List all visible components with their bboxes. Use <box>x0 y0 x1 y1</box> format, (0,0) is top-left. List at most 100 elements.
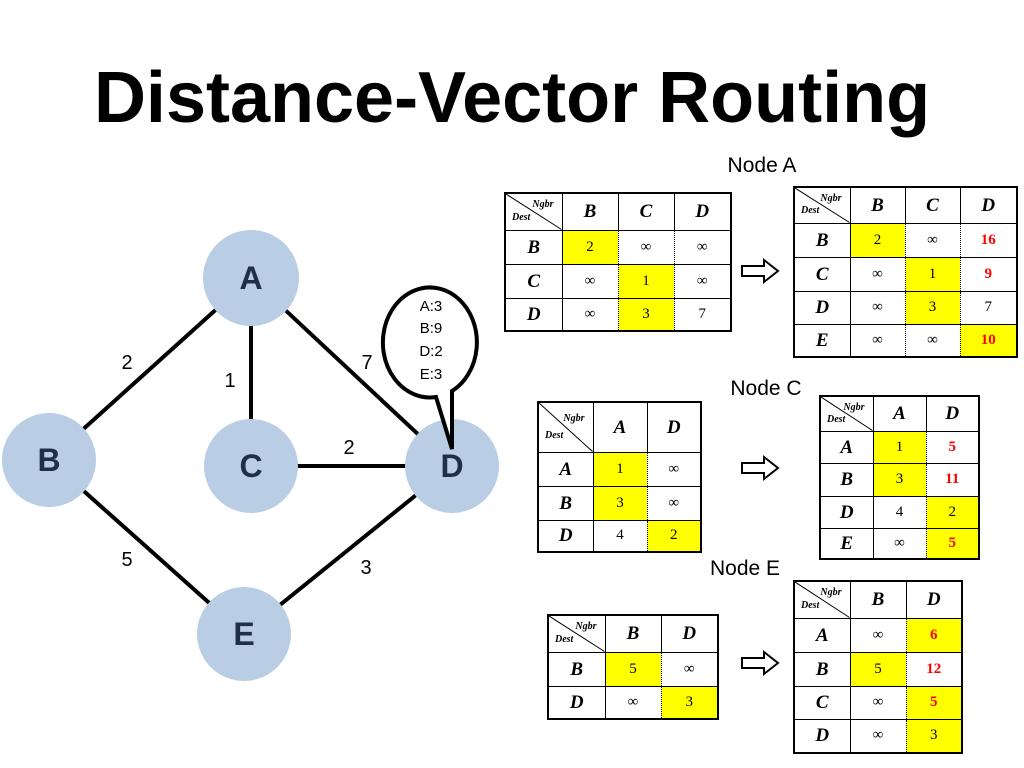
table-cell: ∞ <box>849 685 907 720</box>
table-cell: 9 <box>959 256 1018 292</box>
table-cell: 4 <box>592 519 648 553</box>
neighbor-label: Ngbr <box>820 193 842 205</box>
row-header: D <box>547 685 606 720</box>
speech-bubble-outline <box>380 285 479 450</box>
edge-e-d-weight: 3 <box>360 557 371 579</box>
column-header: C <box>904 186 961 224</box>
arrow-right-icon <box>741 454 780 482</box>
table-cell: 5 <box>849 651 907 687</box>
diagonal-line <box>506 194 562 230</box>
neighbor-label: Ngbr <box>820 587 842 599</box>
node-d: D <box>405 419 499 513</box>
table-cell: 11 <box>925 462 980 497</box>
diagonal-line <box>795 582 850 618</box>
table-cell: 3 <box>904 290 961 325</box>
diagonal-divider <box>795 582 850 618</box>
node-b: B <box>2 413 96 507</box>
node-a-label: A <box>239 260 262 296</box>
diagonal-divider <box>821 397 873 431</box>
table-cell: 1 <box>592 451 648 487</box>
column-header: B <box>849 580 907 619</box>
arrow-right-icon <box>741 649 780 677</box>
node-a-circle <box>203 230 299 326</box>
table-row: C∞5 <box>793 685 963 720</box>
table-cell: 2 <box>925 495 980 529</box>
diagonal-divider <box>549 616 605 652</box>
node-e-caption: Node E <box>709 557 781 580</box>
column-header: D <box>646 401 702 453</box>
diagonal-line <box>821 397 873 431</box>
table-cell: ∞ <box>660 651 719 687</box>
row-header: C <box>793 256 851 292</box>
table-cell: ∞ <box>849 617 907 653</box>
node-c-caption: Node C <box>730 377 802 400</box>
node-b-circle <box>2 413 96 507</box>
node-e: E <box>197 587 291 681</box>
destination-label: Dest <box>801 600 820 612</box>
table-cell: ∞ <box>561 297 619 332</box>
node-e-circle <box>197 587 291 681</box>
arrow-right-icon <box>741 257 780 285</box>
table-cell: ∞ <box>617 229 675 265</box>
neighbor-label: Ngbr <box>563 412 585 424</box>
node-d-label: D <box>440 448 463 484</box>
table-cell: 6 <box>905 617 963 653</box>
bubble-line: E:3 <box>420 366 443 383</box>
table-cell: 5 <box>604 651 662 687</box>
destination-label: Dest <box>555 634 574 646</box>
column-header: B <box>604 614 662 653</box>
neighbor-label: Ngbr <box>843 401 865 413</box>
table-cell: 3 <box>872 462 927 497</box>
table-cell: 3 <box>905 718 963 754</box>
diagonal-line <box>539 403 593 452</box>
row-header: E <box>793 323 851 358</box>
row-header: E <box>819 527 874 560</box>
row-header: B <box>819 462 874 497</box>
table-row: E∞5 <box>819 527 980 560</box>
table-cell: ∞ <box>849 323 906 358</box>
column-header: B <box>849 186 906 224</box>
node-e-label: E <box>233 616 254 652</box>
table-cell: 1 <box>872 430 927 464</box>
column-header: A <box>872 395 927 432</box>
table-cell: 2 <box>646 519 702 553</box>
bubble-line: A:3 <box>420 298 443 315</box>
diagonal-divider <box>506 194 562 230</box>
table-cell: ∞ <box>849 256 906 292</box>
node-a-caption: Node A <box>727 154 797 177</box>
node-b-label: B <box>37 442 60 478</box>
table-row: E∞∞10 <box>793 323 1018 358</box>
column-header: C <box>617 192 675 231</box>
table-cell: 10 <box>959 323 1018 358</box>
table-cell: 5 <box>925 527 980 560</box>
table-cell: ∞ <box>673 229 732 265</box>
table-cell: 3 <box>617 297 675 332</box>
destination-label: Dest <box>545 429 564 441</box>
edge-a-d-weight: 7 <box>361 352 372 374</box>
row-header: C <box>504 263 563 299</box>
table-cell: ∞ <box>673 263 732 299</box>
column-header: D <box>660 614 719 653</box>
neighbor-label: Ngbr <box>575 621 597 633</box>
row-header: B <box>504 229 563 265</box>
row-header: C <box>793 685 851 720</box>
